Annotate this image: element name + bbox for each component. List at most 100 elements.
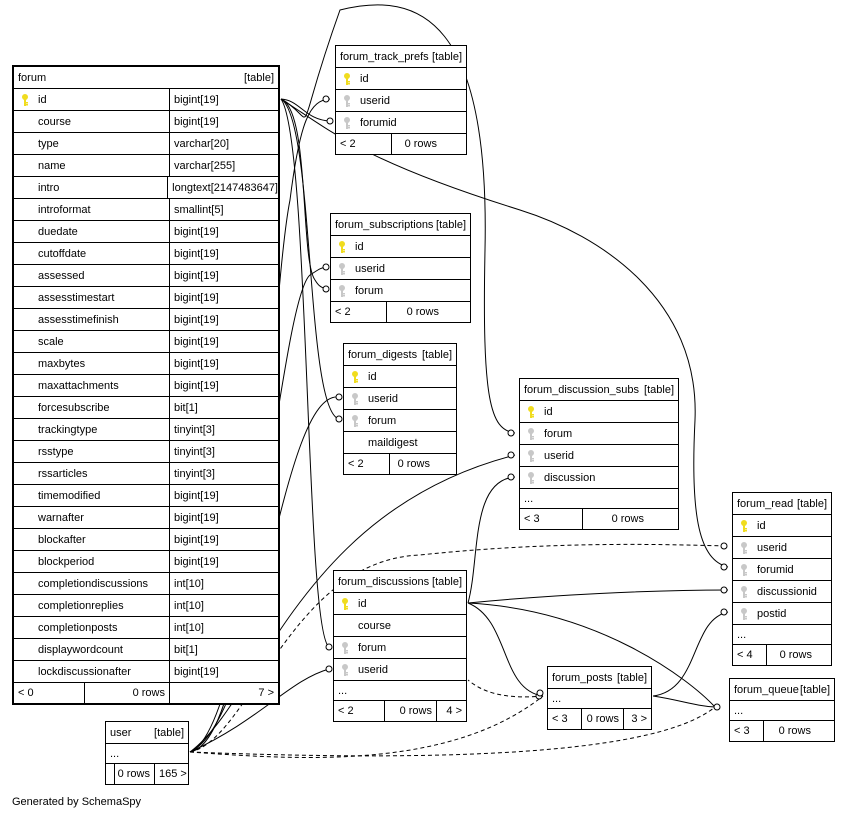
edge-user-queue <box>189 706 716 757</box>
column-icon-placeholder <box>20 225 34 239</box>
table-header: forum_discussions [table] <box>334 571 466 593</box>
column-row-id[interactable]: id <box>334 593 466 615</box>
column-name: completionreplies <box>38 599 124 612</box>
table-footer: < 2 0 rows <box>336 134 466 154</box>
column-name-cell: completionreplies <box>14 595 169 616</box>
column-name-cell: intro <box>14 177 167 198</box>
column-row-id[interactable]: id <box>733 515 831 537</box>
column-name: completiondiscussions <box>38 577 149 590</box>
column-name: forcesubscribe <box>38 401 110 414</box>
column-row-userid[interactable]: userid <box>344 388 456 410</box>
column-row-id[interactable]: id <box>520 401 678 423</box>
column-row-forumid[interactable]: forumid <box>336 112 466 134</box>
table-header: forum_queue [table] <box>730 679 834 701</box>
column-row-forum[interactable]: forum <box>334 637 466 659</box>
column-name-cell: forumid <box>336 112 466 133</box>
foreign-key-icon <box>342 116 356 130</box>
column-name-cell: assesstimestart <box>14 287 169 308</box>
column-row-forum[interactable]: forum <box>331 280 470 302</box>
table-tag: [table] <box>800 683 830 696</box>
column-row-forum[interactable]: forum <box>520 423 678 445</box>
column-name: id <box>757 519 766 532</box>
primary-key-icon <box>526 405 540 419</box>
table-forum-posts[interactable]: forum_posts [table] ... < 3 0 rows 3 > <box>547 666 652 730</box>
column-name: trackingtype <box>38 423 98 436</box>
column-name-cell: userid <box>344 388 456 409</box>
column-type: bigint[19] <box>169 243 278 264</box>
primary-key-icon <box>350 370 364 384</box>
column-row-id[interactable]: id <box>336 68 466 90</box>
column-name: assesstimefinish <box>38 313 119 326</box>
column-row-userid[interactable]: userid <box>334 659 466 681</box>
column-row-userid[interactable]: userid <box>336 90 466 112</box>
edge-forum-digests-forum <box>280 98 340 420</box>
column-row-id[interactable]: id <box>344 366 456 388</box>
column-icon-placeholder <box>20 445 34 459</box>
column-row-id[interactable]: id <box>331 236 470 258</box>
column-name-cell: forumid <box>733 559 831 580</box>
column-name-cell: id <box>344 366 456 387</box>
edge-discussions-posts <box>467 602 544 697</box>
column-name-cell: warnafter <box>14 507 169 528</box>
column-name: maxattachments <box>38 379 119 392</box>
table-user[interactable]: user [table] ... 0 rows 165 > <box>105 721 189 785</box>
column-row-userid[interactable]: userid <box>520 445 678 467</box>
column-type: longtext[2147483647] <box>167 177 278 198</box>
column-name: warnafter <box>38 511 84 524</box>
column-type: bigint[19] <box>169 309 278 330</box>
table-forum-queue[interactable]: forum_queue [table] ... < 3 0 rows <box>729 678 835 742</box>
column-name-cell: postid <box>733 603 831 624</box>
column-name: userid <box>757 541 787 554</box>
column-name: forumid <box>360 116 397 129</box>
column-name: id <box>358 597 367 610</box>
column-row-postid[interactable]: postid <box>733 603 831 625</box>
column-row-course[interactable]: course <box>334 615 466 637</box>
column-row-assesstimefinish[interactable]: assesstimefinish bigint[19] <box>14 309 278 331</box>
column-row-forum[interactable]: forum <box>344 410 456 432</box>
crowfoot-endpoint-marker <box>322 285 330 293</box>
column-row-forumid[interactable]: forumid <box>733 559 831 581</box>
column-name-cell: displaywordcount <box>14 639 169 660</box>
column-row-userid[interactable]: userid <box>733 537 831 559</box>
column-row-discussion[interactable]: discussion <box>520 467 678 489</box>
column-row-maildigest[interactable]: maildigest <box>344 432 456 454</box>
column-row-userid[interactable]: userid <box>331 258 470 280</box>
column-row-discussionid[interactable]: discussionid <box>733 581 831 603</box>
column-name: id <box>360 72 369 85</box>
footer-rows: 0 rows <box>766 645 816 665</box>
